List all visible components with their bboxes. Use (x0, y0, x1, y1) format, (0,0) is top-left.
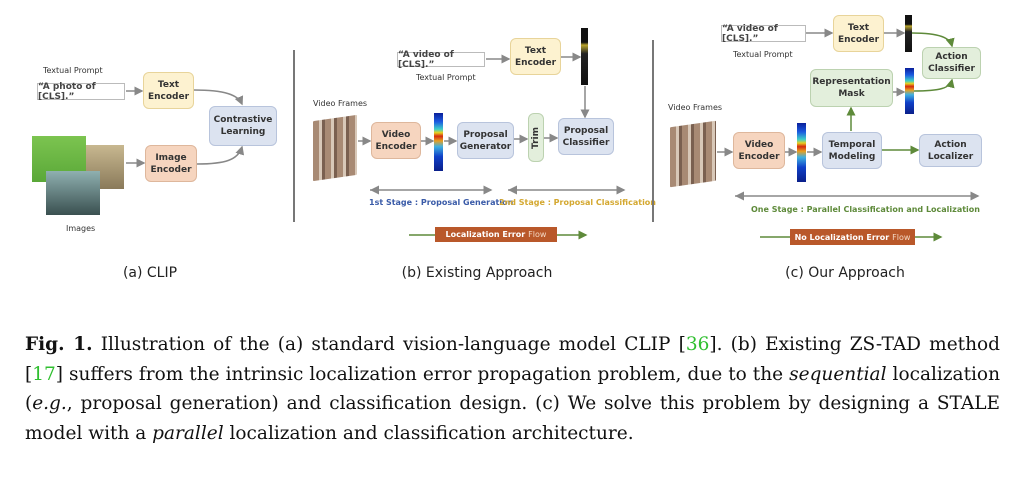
representation-mask-box: Representation Mask (810, 69, 893, 107)
video-encoder-box: Video Encoder (371, 122, 421, 159)
action-localizer-box: Action Localizer (919, 134, 982, 167)
stage1-label: 1st Stage : Proposal Generation (369, 198, 514, 207)
textual-prompt-label: Textual Prompt (733, 50, 793, 59)
prompt-box: “A video of [CLS].” (721, 24, 806, 44)
text-encoder-box: Text Encoder (833, 15, 884, 52)
caption-emphasis: sequential (789, 363, 887, 385)
caption-emphasis: parallel (152, 422, 224, 444)
flow-suffix-text: Flow (892, 232, 911, 242)
flow-suffix-text: Flow (528, 230, 547, 239)
trim-box: Trim (528, 113, 544, 162)
action-classifier-box: Action Classifier (922, 47, 981, 79)
prompt-box: “A photo of [CLS].” (37, 82, 125, 102)
panel-divider (293, 50, 295, 222)
image-thumbnail-office (46, 171, 100, 215)
contrastive-learning-box: Contrastive Learning (209, 106, 277, 146)
flow-main-text: No Localization Error (794, 232, 890, 242)
feature-heatmap (434, 113, 443, 171)
caption-text: , proposal generation) and classificatio… (25, 393, 1000, 444)
citation-link[interactable]: 36 (685, 334, 710, 355)
panel-c-caption: (c) Our Approach (785, 265, 905, 281)
figure-caption: Fig. 1. Illustration of the (a) standard… (25, 330, 1000, 448)
text-encoder-box: Text Encoder (510, 38, 561, 75)
textual-prompt-label: Textual Prompt (416, 73, 476, 82)
citation-link[interactable]: 17 (32, 363, 56, 385)
trim-label: Trim (531, 126, 541, 149)
prompt-box: “A video of [CLS].” (397, 50, 485, 70)
caption-text: localization ( (25, 363, 1000, 415)
proposal-generator-box: Proposal Generator (457, 122, 514, 159)
text-feature-strip (581, 28, 588, 85)
video-frames-label: Video Frames (668, 103, 723, 112)
figure-label: Fig. 1. (25, 334, 93, 355)
caption-text: Illustration of the (a) standard vision-… (92, 334, 686, 355)
text-encoder-box: Text Encoder (143, 72, 194, 109)
video-frames-label: Video Frames (313, 99, 368, 108)
video-frames-image (313, 114, 357, 182)
caption-text: ]. (b) Existing ZS-TAD method [ (25, 334, 1001, 385)
mask-heatmap (905, 68, 914, 114)
textual-prompt-label: Textual Prompt (43, 66, 103, 75)
stage2-label: 2nd Stage : Proposal Classification (499, 198, 656, 207)
caption-text: localization and classification architec… (223, 422, 634, 444)
caption-emphasis: e.g. (32, 393, 67, 414)
panel-a-caption: (a) CLIP (122, 265, 178, 281)
feature-heatmap (797, 123, 806, 182)
one-stage-label: One Stage : Parallel Classification and … (751, 205, 980, 214)
video-frames-image (670, 120, 716, 188)
text-feature-strip (905, 15, 912, 52)
flow-main-text: Localization Error (445, 230, 526, 239)
proposal-classifier-box: Proposal Classifier (558, 118, 614, 155)
images-label: Images (66, 224, 96, 233)
panel-divider (652, 40, 654, 222)
video-encoder-box: Video Encoder (733, 132, 785, 169)
caption-text: ] suffers from the intrinsic localizatio… (55, 363, 790, 385)
image-encoder-box: Image Encoder (145, 145, 197, 182)
temporal-modeling-box: Temporal Modeling (822, 132, 882, 169)
panel-b-caption: (b) Existing Approach (401, 265, 553, 281)
